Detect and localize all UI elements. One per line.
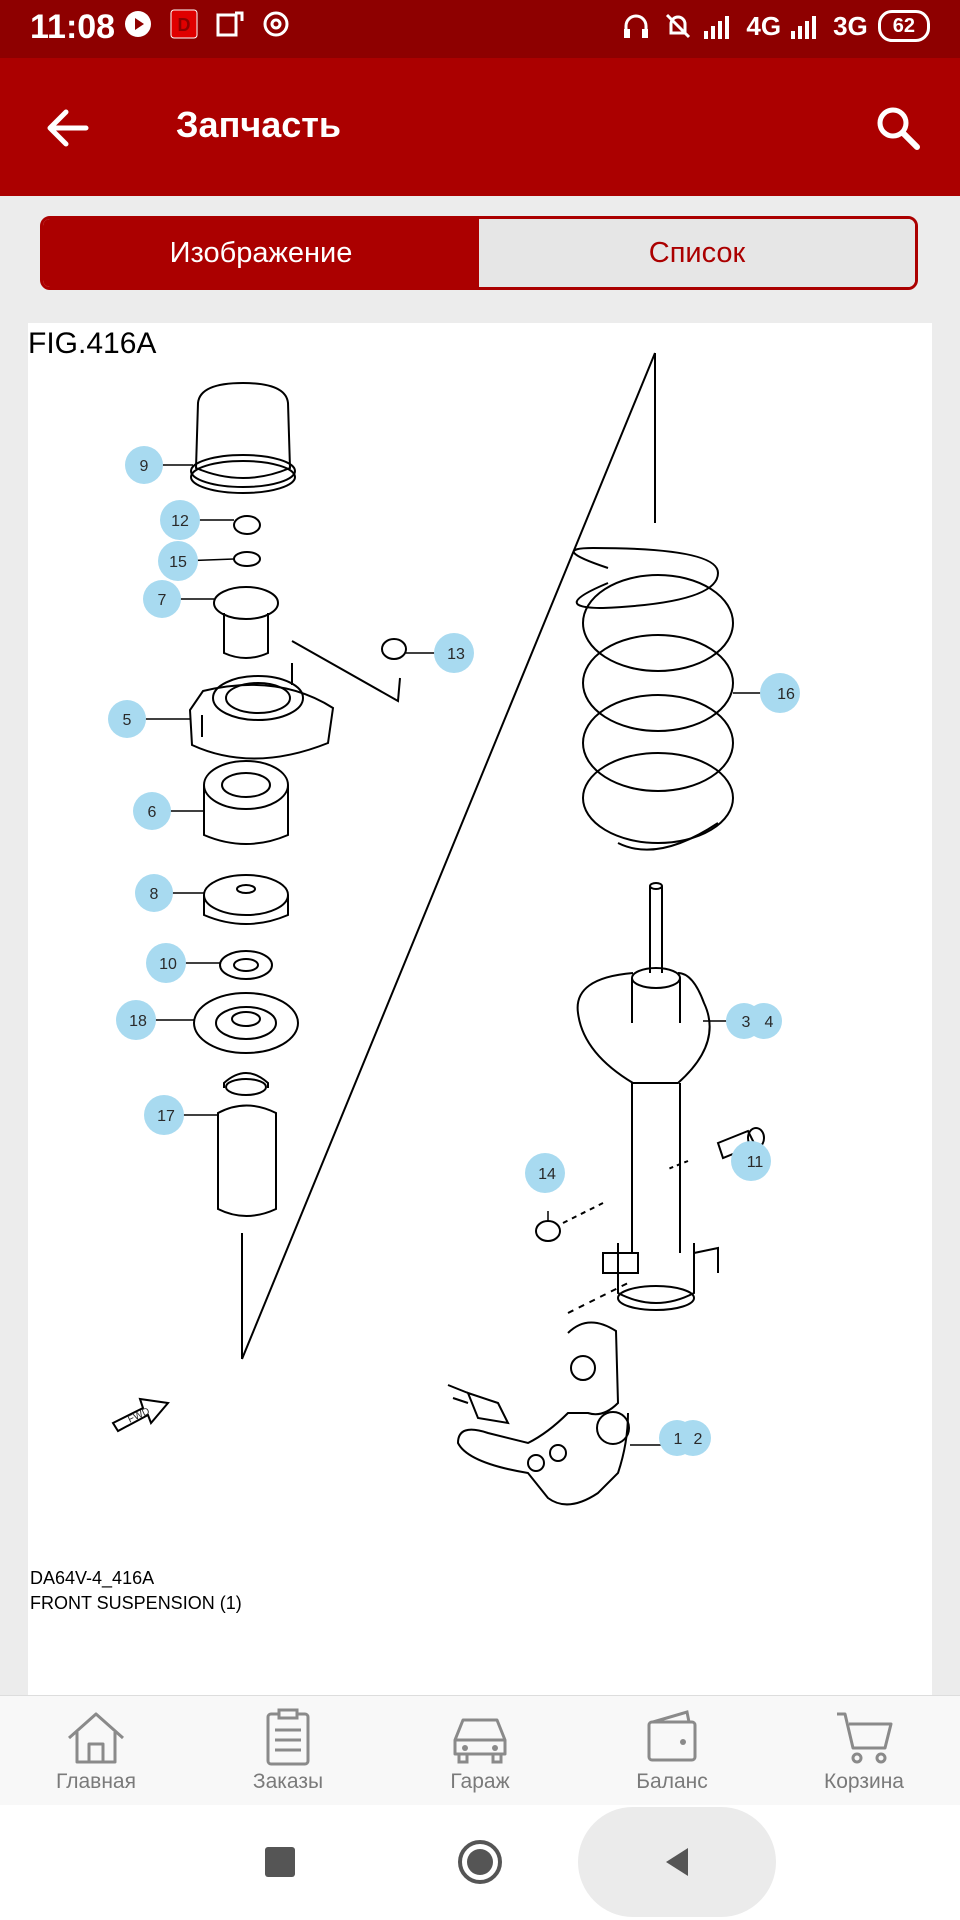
status-notification-icons: D [122,8,292,40]
nav-garage-label: Гараж [450,1770,510,1793]
nav-orders-label: Заказы [252,1770,324,1793]
callout-15[interactable]: 15 [169,554,187,571]
figure-title: FIG.416A [28,327,157,360]
callout-4[interactable]: 4 [765,1014,774,1031]
callout-14[interactable]: 14 [538,1166,556,1183]
nav-cart[interactable]: Корзина [768,1696,960,1806]
back-triangle-icon[interactable] [578,1807,776,1917]
home-icon [68,1712,124,1764]
nav-orders[interactable]: Заказы [192,1696,384,1806]
callout-3[interactable]: 3 [742,1014,751,1031]
callout-12[interactable]: 12 [171,513,189,530]
callout-6[interactable]: 6 [148,804,157,821]
callout-18[interactable]: 18 [129,1013,147,1030]
headphones-icon [620,10,652,42]
callout-17[interactable]: 17 [157,1108,175,1125]
search-icon[interactable] [870,100,926,156]
at-icon [260,8,292,40]
network-type-1: 4G [746,10,782,41]
nav-balance-label: Баланс [636,1770,708,1793]
battery-indicator: 62 [877,10,930,42]
callout-13[interactable]: 13 [447,646,465,663]
signal-icon [791,10,823,42]
figure-description: FRONT SUSPENSION (1) [30,1593,242,1613]
callout-8[interactable]: 8 [150,886,159,903]
nav-home-label: Главная [56,1770,136,1793]
fwd-label: FWD [126,1406,151,1426]
tab-list[interactable]: Список [479,219,915,287]
wifi-calls-icon [214,8,246,40]
car-icon [453,1718,507,1764]
callout-5[interactable]: 5 [123,712,132,729]
figure-code: DA64V-4_416A [30,1568,155,1588]
svg-text:D: D [178,15,191,35]
callout-1[interactable]: 1 [674,1431,683,1448]
play-icon [122,8,154,40]
signal-icon [704,10,736,42]
tab-image[interactable]: Изображение [43,219,479,287]
callout-10[interactable]: 10 [159,956,177,973]
nav-home[interactable]: Главная [0,1696,192,1806]
status-right-group: 4G 3G 62 [620,10,930,42]
system-navigation-bar [0,1805,960,1920]
parts-diagram[interactable]: 9 12 15 7 13 5 6 8 10 18 17 16 3 4 11 14… [28,323,932,1695]
wallet-icon [647,1710,697,1762]
page-title: Запчасть [176,104,342,145]
nav-cart-label: Корзина [824,1770,904,1793]
muted-alarm-icon [662,10,694,42]
nav-garage[interactable]: Гараж [384,1696,576,1806]
cart-icon [837,1712,893,1764]
orders-clipboard-icon [266,1708,310,1766]
callout-7[interactable]: 7 [158,592,167,609]
network-type-2: 3G [833,10,868,41]
app-bar: Запчасть [0,58,960,196]
nav-balance[interactable]: Баланс [576,1696,768,1806]
callout-16[interactable]: 16 [777,686,795,703]
callout-11[interactable]: 11 [747,1154,764,1171]
recents-square-icon[interactable] [245,1827,315,1897]
d-app-icon: D [168,8,200,40]
view-toggle-tabs: Изображение Список [40,216,918,290]
status-time: 11:08 [30,8,116,46]
status-bar: 11:08 D 4G 3G 62 [0,0,960,58]
bottom-navigation: Главная Заказы Гараж Баланс Корзина [0,1695,960,1806]
callout-2[interactable]: 2 [694,1431,703,1448]
arrow-back-icon[interactable] [40,100,96,156]
home-circle-icon[interactable] [445,1827,515,1897]
callout-9[interactable]: 9 [140,458,149,475]
diagram-drawing: 9 12 15 7 13 5 6 8 10 18 17 16 3 4 11 14… [108,352,800,1506]
